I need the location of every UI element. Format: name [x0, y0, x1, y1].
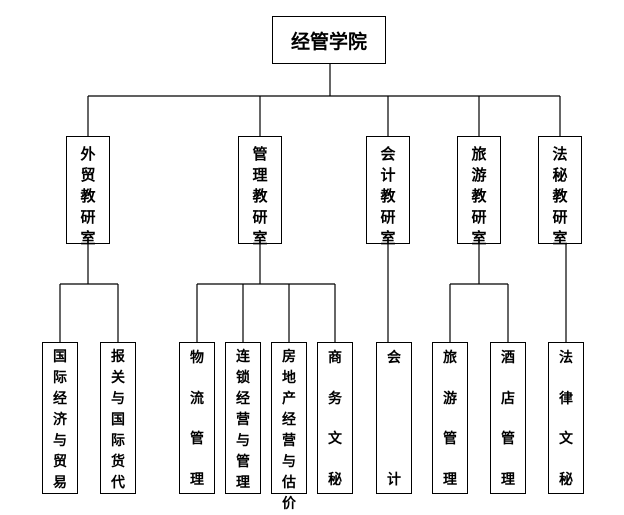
label-char: 货 — [111, 454, 125, 470]
label-char: 济 — [53, 412, 67, 428]
label-char: 管 — [501, 431, 515, 448]
unit-logistics: 物流管理 — [179, 342, 215, 494]
label-char: 物 — [190, 350, 204, 366]
label-char: 旅 — [471, 145, 487, 163]
label-char: 教 — [380, 187, 396, 205]
label-char: 外 — [80, 145, 96, 163]
label-char: 贸 — [53, 454, 67, 470]
label-char: 房 — [282, 349, 296, 365]
label-char: 营 — [236, 412, 250, 428]
label-char: 室 — [252, 229, 268, 247]
label-char: 代 — [111, 475, 125, 491]
label-char: 地 — [282, 370, 296, 386]
label-char: 与 — [236, 433, 250, 449]
dept-tourism: 旅游教研室 — [457, 136, 501, 247]
label-char: 研 — [380, 208, 396, 226]
label-char: 计 — [387, 472, 401, 488]
label-char: 连 — [236, 349, 250, 365]
root-node: 经管学院 — [272, 16, 386, 64]
label-char: 经 — [53, 391, 67, 407]
label-char: 文 — [328, 431, 342, 448]
label-char: 管 — [443, 431, 457, 448]
label-char: 理 — [190, 471, 204, 488]
label-char: 秘 — [559, 471, 573, 488]
label-char: 法 — [552, 145, 568, 163]
label-char: 际 — [53, 370, 67, 386]
label-char: 研 — [80, 208, 96, 226]
label-char: 计 — [380, 166, 396, 184]
label-char: 会 — [380, 145, 396, 163]
label-char: 产 — [282, 391, 296, 407]
unit-real-estate: 房地产经营与估价 — [271, 342, 307, 512]
label-char: 国 — [111, 412, 125, 428]
label-char: 易 — [53, 475, 67, 491]
label-char: 教 — [552, 187, 568, 205]
label-char: 与 — [111, 391, 125, 407]
label-char: 理 — [443, 471, 457, 488]
label-char: 管 — [252, 145, 268, 163]
label-char: 秘 — [552, 166, 568, 184]
label-char: 研 — [252, 208, 268, 226]
label-char: 教 — [471, 187, 487, 205]
dept-management: 管理教研室 — [238, 136, 282, 247]
label-char: 与 — [282, 454, 296, 470]
unit-accounting: 会计 — [376, 342, 412, 494]
label-char: 经 — [236, 391, 250, 407]
dept-legal-secretary: 法秘教研室 — [538, 136, 582, 247]
unit-customs-forwarding: 报关与国际货代 — [100, 342, 136, 494]
label-char: 锁 — [236, 370, 250, 386]
label-char: 与 — [53, 433, 67, 449]
label-char: 关 — [111, 370, 125, 386]
label-char: 理 — [236, 475, 250, 491]
label-char: 际 — [111, 433, 125, 449]
label-char: 流 — [190, 390, 204, 407]
label-char: 营 — [282, 433, 296, 449]
label-char: 国 — [53, 349, 67, 365]
label-char: 旅 — [443, 350, 457, 366]
label-char: 管 — [236, 454, 250, 470]
label-char: 务 — [328, 390, 342, 407]
label-char: 律 — [559, 390, 573, 407]
label-char: 管 — [190, 431, 204, 448]
label-char: 店 — [501, 390, 515, 407]
label-char: 游 — [443, 390, 457, 407]
label-char: 贸 — [80, 166, 96, 184]
label-char: 报 — [111, 349, 125, 365]
dept-foreign-trade: 外贸教研室 — [66, 136, 110, 247]
label-char: 室 — [471, 229, 487, 247]
label-char: 室 — [80, 229, 96, 247]
label-char: 研 — [552, 208, 568, 226]
label-char: 室 — [552, 229, 568, 247]
unit-hotel-management: 酒店管理 — [490, 342, 526, 494]
unit-chain-operations: 连锁经营与管理 — [225, 342, 261, 494]
unit-international-trade: 国际经济与贸易 — [42, 342, 78, 494]
label-char: 酒 — [501, 350, 515, 366]
label-char: 价 — [282, 496, 296, 512]
label-char: 教 — [80, 187, 96, 205]
label-char: 会 — [387, 350, 401, 366]
label-char: 理 — [501, 471, 515, 488]
label-char: 文 — [559, 431, 573, 448]
label-char: 商 — [328, 350, 342, 366]
label-char: 研 — [471, 208, 487, 226]
label-char: 经 — [282, 412, 296, 428]
label-char: 游 — [471, 166, 487, 184]
unit-tourism-management: 旅游管理 — [432, 342, 468, 494]
label-char: 室 — [380, 229, 396, 247]
label-char: 法 — [559, 350, 573, 366]
root-label: 经管学院 — [290, 30, 367, 53]
label-char: 理 — [252, 166, 268, 184]
label-char: 秘 — [328, 471, 342, 488]
label-char: 教 — [252, 187, 268, 205]
unit-legal-secretary: 法律文秘 — [548, 342, 584, 494]
dept-accounting: 会计教研室 — [366, 136, 410, 247]
unit-business-secretary: 商务文秘 — [317, 342, 353, 494]
label-char: 估 — [282, 475, 296, 491]
